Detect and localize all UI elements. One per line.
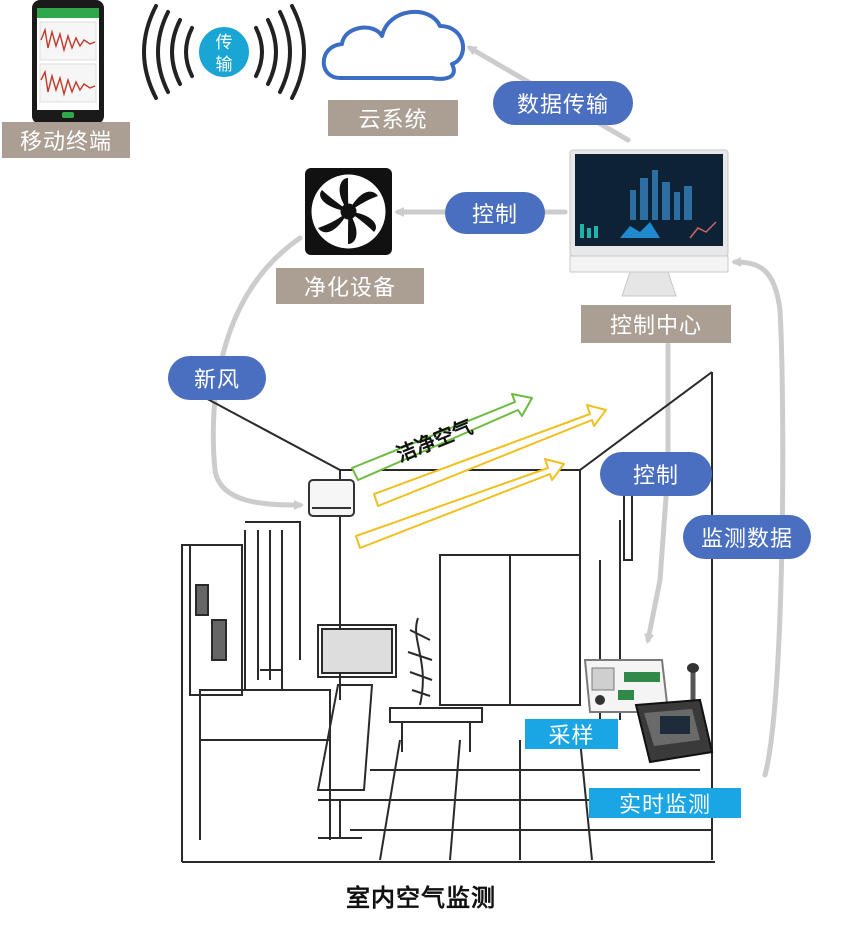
clean-air-arrow — [351, 393, 533, 481]
edge-monitoring-data: 监测数据 — [683, 515, 811, 559]
air-sampler-icon — [583, 659, 670, 713]
air-conditioner-icon — [308, 479, 355, 517]
node-purifier: 净化设备 — [276, 268, 424, 304]
edge-fresh-air: 新风 — [168, 356, 266, 400]
node-cloud-system: 云系统 — [328, 100, 458, 136]
signal-transmit-icon — [142, 4, 306, 100]
monitor-icon — [569, 149, 729, 297]
fan-icon — [305, 168, 392, 255]
cloud-icon — [321, 9, 465, 81]
transmit-badge: 传 输 — [199, 27, 249, 77]
edge-control-sampler: 控制 — [600, 452, 712, 496]
svg-text:输: 输 — [216, 55, 233, 75]
diagram-caption: 室内空气监测 — [346, 884, 496, 912]
node-realtime-monitoring: 实时监测 — [589, 788, 741, 818]
edge-data-transfer: 数据传输 — [493, 81, 633, 125]
svg-text:传: 传 — [216, 33, 233, 53]
node-control-center: 控制中心 — [581, 305, 731, 343]
connector-monitoring-data — [731, 257, 786, 778]
air-flow-arrow — [355, 458, 565, 549]
clean-air-label: 洁净空气 — [393, 414, 476, 466]
edge-control-purifier: 控制 — [445, 192, 545, 234]
node-sampling: 采样 — [525, 719, 618, 749]
node-mobile-terminal: 移动终端 — [2, 122, 130, 158]
air-flow-arrow — [373, 404, 607, 507]
connector-fresh-air — [210, 235, 304, 510]
connector-control-sampler — [644, 342, 671, 644]
realtime-monitor-icon — [634, 663, 714, 764]
mobile-phone-icon — [32, 0, 104, 124]
